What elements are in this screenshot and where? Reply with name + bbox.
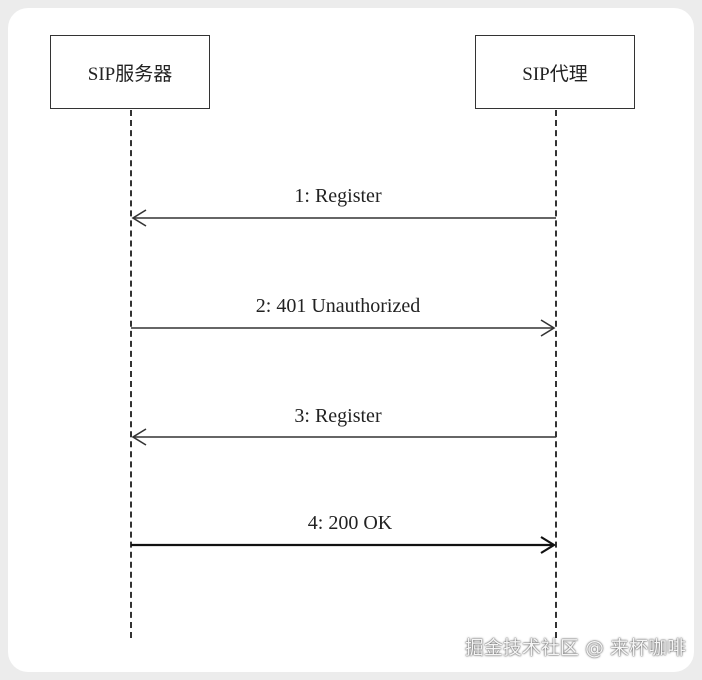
message-label-4: 4: 200 OK xyxy=(307,512,393,534)
message-arrow-4 xyxy=(131,536,557,554)
message-arrow-2 xyxy=(131,319,556,337)
participant-sip-agent: SIP代理 xyxy=(475,35,635,109)
message-arrow-3 xyxy=(131,428,556,446)
lifeline-sip-agent xyxy=(555,110,557,638)
message-label-3: 3: Register xyxy=(294,405,382,427)
watermark-text: 掘金技术社区 @ 来杯咖啡 xyxy=(464,637,686,659)
participant-sip-server: SIP服务器 xyxy=(50,35,210,109)
participant-sip-agent-label: SIP代理 xyxy=(522,63,588,85)
lifeline-sip-server xyxy=(130,110,132,638)
message-arrow-1 xyxy=(131,209,556,227)
participant-sip-server-label: SIP服务器 xyxy=(87,63,173,85)
message-label-2: 2: 401 Unauthorized xyxy=(255,295,421,317)
message-label-1: 1: Register xyxy=(294,185,382,207)
diagram-card xyxy=(8,8,694,672)
